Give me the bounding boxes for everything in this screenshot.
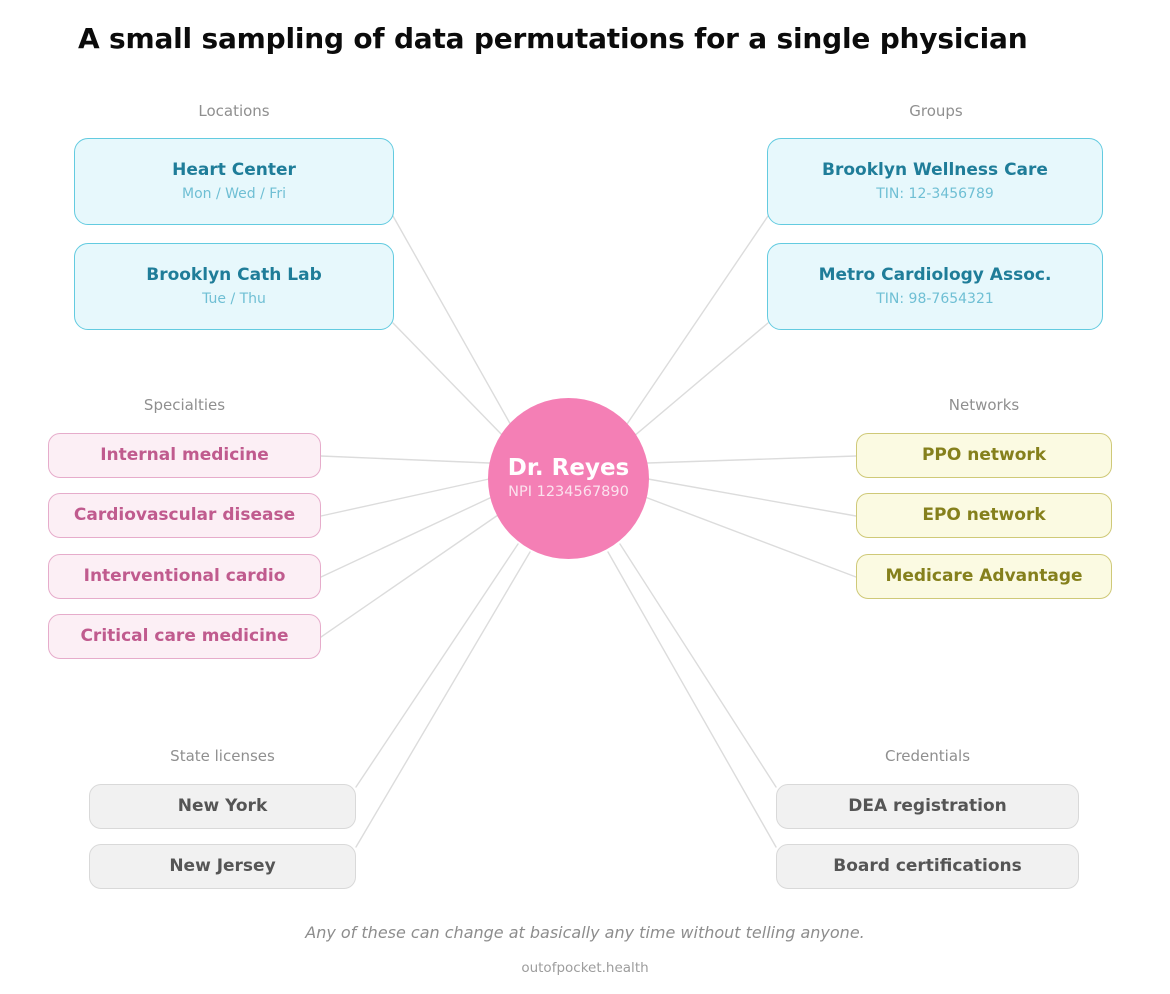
node-cardiovascular-disease[interactable]: Cardiovascular disease	[48, 493, 321, 538]
hub-npi: NPI 1234567890	[508, 484, 629, 501]
node-heart-center[interactable]: Heart Center Mon / Wed / Fri	[74, 138, 394, 225]
node-title: Heart Center	[172, 160, 296, 181]
node-title: Board certifications	[833, 855, 1022, 876]
node-interventional-cardio[interactable]: Interventional cardio	[48, 554, 321, 599]
node-subtitle: Mon / Wed / Fri	[182, 185, 286, 202]
node-subtitle: TIN: 12-3456789	[876, 185, 994, 202]
node-title: New York	[177, 795, 268, 816]
edge-medicare-advantage	[644, 496, 857, 578]
node-title: PPO network	[921, 444, 1047, 465]
node-ppo-network[interactable]: PPO network	[856, 433, 1112, 478]
edge-board-certifications	[607, 551, 777, 848]
node-new-jersey[interactable]: New Jersey	[89, 844, 356, 889]
caption-credentials: Credentials	[884, 747, 971, 765]
caption-state-licenses: State licenses	[170, 747, 275, 765]
node-subtitle: TIN: 98-7654321	[876, 290, 994, 307]
hub-physician-node[interactable]: Dr. Reyes NPI 1234567890	[488, 398, 649, 559]
edge-brooklyn-wellness	[624, 215, 769, 428]
node-title: Internal medicine	[100, 444, 269, 465]
node-new-york[interactable]: New York	[89, 784, 356, 829]
node-title: Brooklyn Wellness Care	[822, 160, 1048, 181]
edge-cardiovascular	[320, 478, 490, 517]
edge-new-york	[355, 543, 519, 788]
node-title: EPO network	[922, 504, 1046, 525]
edge-internal-medicine	[320, 455, 490, 464]
caption-networks: Networks	[948, 396, 1020, 414]
node-dea-registration[interactable]: DEA registration	[776, 784, 1079, 829]
node-brooklyn-cath-lab[interactable]: Brooklyn Cath Lab Tue / Thu	[74, 243, 394, 330]
caption-locations: Locations	[198, 102, 270, 120]
edge-new-jersey	[355, 551, 531, 848]
edge-critical-care	[320, 514, 499, 638]
node-critical-care-medicine[interactable]: Critical care medicine	[48, 614, 321, 659]
node-title: Cardiovascular disease	[73, 504, 296, 525]
node-title: Medicare Advantage	[885, 565, 1083, 586]
footer-source: outofpocket.health	[521, 960, 649, 976]
edge-ppo-network	[647, 455, 857, 464]
node-subtitle: Tue / Thu	[202, 290, 266, 307]
edge-metro-cardiology	[632, 322, 769, 438]
node-internal-medicine[interactable]: Internal medicine	[48, 433, 321, 478]
node-title: New Jersey	[169, 855, 276, 876]
edge-dea-registration	[619, 543, 777, 788]
edge-heart-center	[392, 215, 513, 428]
node-metro-cardiology-assoc[interactable]: Metro Cardiology Assoc. TIN: 98-7654321	[767, 243, 1103, 330]
node-brooklyn-wellness-care[interactable]: Brooklyn Wellness Care TIN: 12-3456789	[767, 138, 1103, 225]
node-title: Metro Cardiology Assoc.	[818, 265, 1052, 286]
node-title: Critical care medicine	[80, 625, 289, 646]
footer-note: Any of these can change at basically any…	[305, 923, 865, 942]
edge-epo-network	[647, 478, 857, 517]
node-title: DEA registration	[848, 795, 1007, 816]
edge-interventional	[320, 496, 493, 578]
page-title: A small sampling of data permutations fo…	[78, 22, 1028, 55]
edge-brooklyn-cath-lab	[392, 322, 505, 438]
node-title: Brooklyn Cath Lab	[146, 265, 322, 286]
caption-specialties: Specialties	[143, 396, 226, 414]
node-epo-network[interactable]: EPO network	[856, 493, 1112, 538]
hub-name: Dr. Reyes	[507, 454, 630, 481]
node-board-certifications[interactable]: Board certifications	[776, 844, 1079, 889]
node-title: Interventional cardio	[83, 565, 286, 586]
caption-groups: Groups	[909, 102, 963, 120]
node-medicare-advantage[interactable]: Medicare Advantage	[856, 554, 1112, 599]
